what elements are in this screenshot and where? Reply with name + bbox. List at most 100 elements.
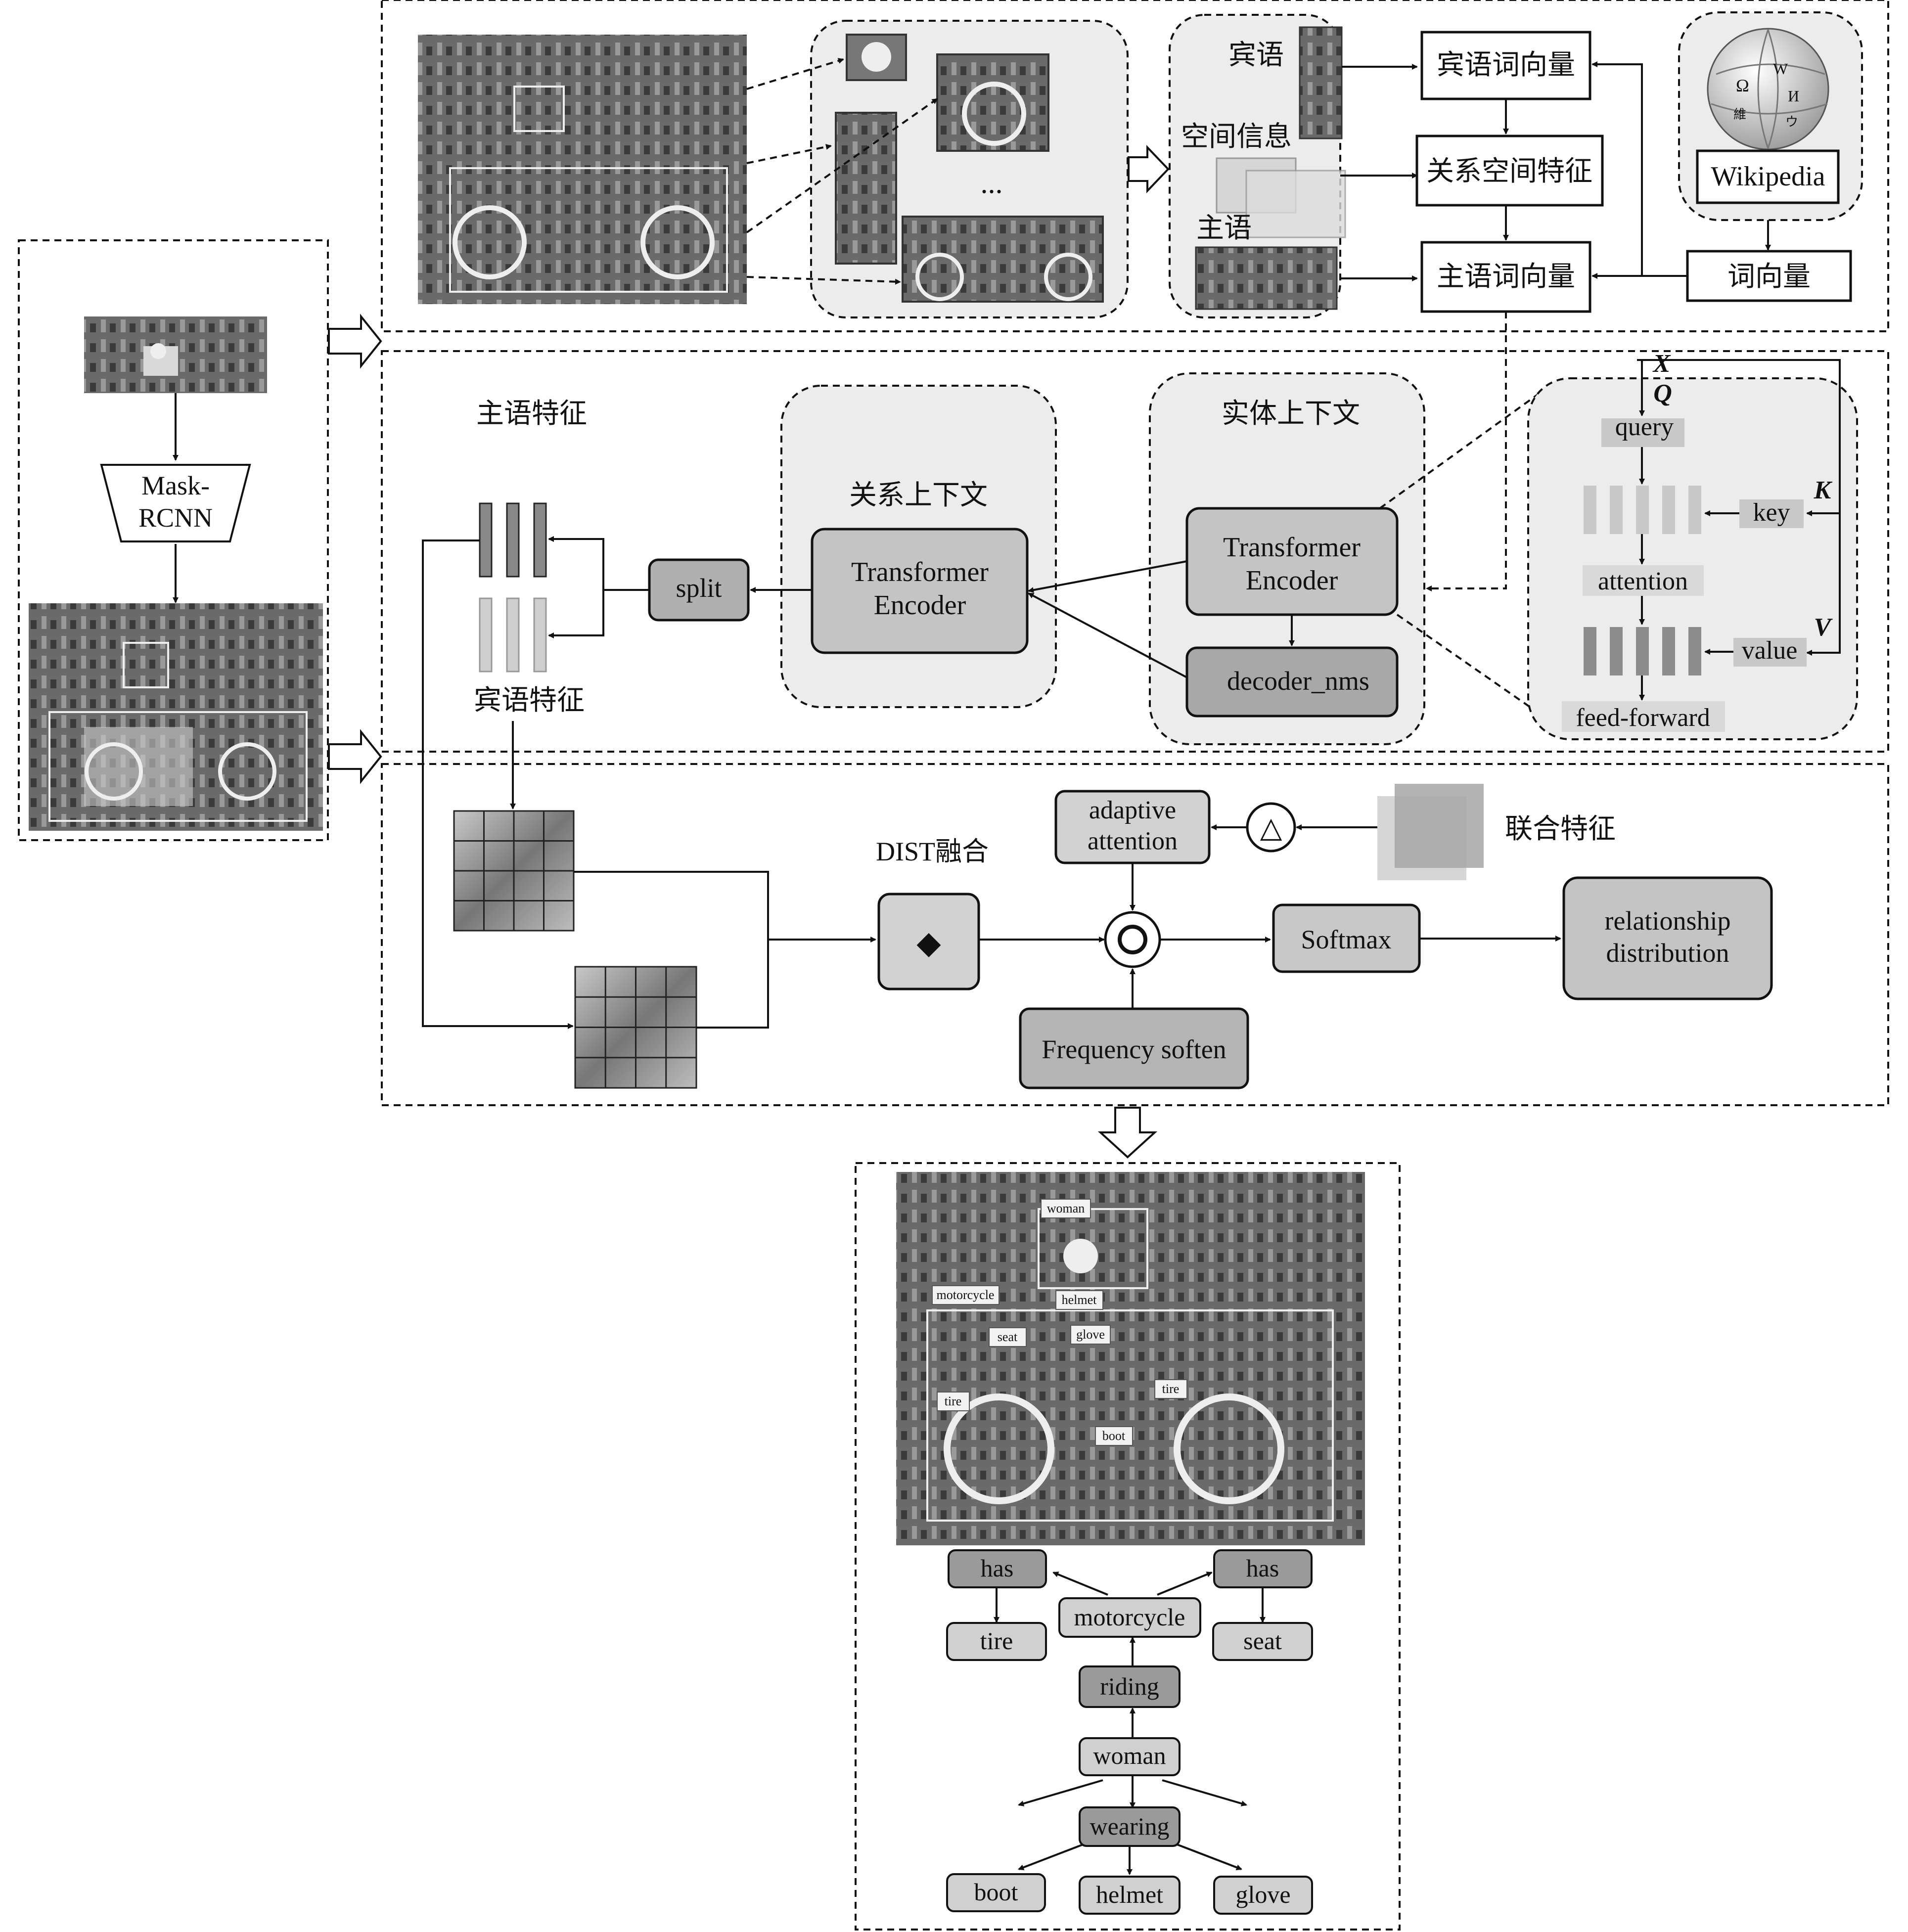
- left-panel-frame: [18, 239, 329, 841]
- split-label: split: [676, 573, 722, 603]
- photo-label: woman: [1047, 1201, 1085, 1215]
- subject-kernel-grid: [574, 966, 697, 1089]
- wiki-glyph: ウ: [1785, 115, 1798, 129]
- frequency-soften-label: Frequency soften: [1042, 1034, 1226, 1064]
- input-photo-small: [84, 316, 267, 393]
- big-arrow-to-result: [1097, 1107, 1158, 1159]
- object-kernel-grid: [453, 810, 575, 932]
- photo-label: boot: [1102, 1429, 1126, 1443]
- graph-node-has-right: [1213, 1549, 1313, 1588]
- spatial-feature-label: 关系空间特征: [1426, 156, 1592, 187]
- spatial-feature-box: [1415, 135, 1604, 207]
- graph-wearing-edges: [1018, 1843, 1242, 1875]
- value-box: [1733, 638, 1807, 667]
- split-arrows: [548, 536, 649, 638]
- attn-x-routing: [1637, 359, 1841, 656]
- attention-box: [1583, 565, 1704, 596]
- decoder-nms-label: decoder_nms: [1227, 666, 1369, 696]
- result-photo: [896, 1172, 1365, 1545]
- spatial-boxes: [1216, 157, 1346, 238]
- value-label: value: [1742, 636, 1798, 665]
- attention-panel: [1527, 377, 1858, 740]
- subject-vector-box: [1420, 241, 1591, 313]
- triangle-icon: △: [1260, 811, 1282, 844]
- graph-node-glove: [1213, 1876, 1313, 1915]
- wiki-glyph: 維: [1733, 107, 1746, 122]
- big-arrow-crops-to-info: [1128, 145, 1170, 193]
- subject-vector-label: 主语词向量: [1437, 262, 1575, 292]
- feed-forward-box: [1562, 701, 1725, 732]
- photo-label: tire: [1162, 1382, 1180, 1396]
- attn-v-label: V: [1814, 613, 1833, 641]
- graph-label: boot: [974, 1878, 1018, 1906]
- graph-label: helmet: [1096, 1881, 1163, 1908]
- entity-to-relation-arrows: [1028, 560, 1187, 678]
- big-arrow-to-middle: [328, 729, 382, 784]
- spatial-label: 空间信息: [1181, 122, 1292, 152]
- subject-feature-bars: [479, 502, 547, 578]
- hadamard-node: [1104, 911, 1161, 968]
- word-vector-label: 词向量: [1727, 262, 1811, 292]
- graph-label: tire: [980, 1627, 1013, 1655]
- relation-context-label: 关系上下文: [849, 480, 988, 511]
- kernel-merge-lines: [574, 871, 876, 1029]
- wiki-glyph: Ω: [1736, 76, 1749, 95]
- wiki-glyph: И: [1788, 87, 1799, 105]
- key-bars: [1584, 486, 1701, 534]
- result-panel-frame: [855, 1162, 1401, 1931]
- crop-helmet: [846, 34, 907, 81]
- maskrcnn-label: Mask-RCNN: [138, 471, 213, 533]
- object-label: 宾语: [1228, 40, 1284, 71]
- joint-feature-label: 联合特征: [1505, 814, 1616, 845]
- subject-thumb: [1195, 246, 1338, 310]
- graph-label: has: [1246, 1554, 1279, 1582]
- photo-label: glove: [1076, 1327, 1105, 1342]
- detected-photo-left: [29, 603, 323, 831]
- wikipedia-label: Wikipedia: [1711, 161, 1825, 192]
- feed-forward-label: feed-forward: [1576, 704, 1710, 732]
- entity-context-label: 实体上下文: [1222, 399, 1360, 429]
- circle-icon: [1118, 925, 1147, 954]
- subject-label: 主语: [1196, 213, 1252, 244]
- big-arrow-to-top: [328, 314, 382, 369]
- key-box: [1739, 499, 1804, 528]
- attn-q-label: Q: [1653, 379, 1672, 407]
- photo-label: helmet: [1062, 1293, 1097, 1307]
- diamond-icon: ◆: [916, 925, 941, 960]
- dist-fusion-label: DIST融合: [876, 837, 989, 866]
- graph-node-riding: [1079, 1665, 1181, 1708]
- graph-node-has-left: [948, 1549, 1047, 1588]
- joint-feature-squares: [1377, 784, 1484, 880]
- graph-label: has: [981, 1554, 1014, 1582]
- frequency-soften-box: [1019, 1007, 1249, 1089]
- top-panel-frame: [381, 0, 1889, 332]
- object-feature-bars: [479, 597, 547, 673]
- value-bars: [1584, 627, 1701, 675]
- object-vector-label: 宾语词向量: [1437, 50, 1575, 81]
- object-vector-box: [1420, 31, 1591, 100]
- graph-node-helmet: [1079, 1876, 1181, 1915]
- graph-node-tire: [946, 1622, 1047, 1661]
- graph-label: riding: [1100, 1672, 1159, 1700]
- photo-label: seat: [998, 1330, 1018, 1344]
- graph-node-woman: [1079, 1737, 1181, 1776]
- photo-label: motorcycle: [937, 1288, 995, 1302]
- graph-node-seat: [1212, 1622, 1313, 1661]
- crop-woman: [835, 112, 897, 265]
- attn-k-label: K: [1814, 476, 1833, 504]
- graph-label: wearing: [1090, 1812, 1169, 1840]
- relationship-distribution-box: [1562, 876, 1773, 1000]
- graph-label: glove: [1235, 1881, 1290, 1908]
- fusion-panel-frame: [381, 763, 1889, 1106]
- graph-label: seat: [1243, 1627, 1282, 1655]
- softmax-label: Softmax: [1301, 925, 1392, 954]
- dist-fusion-box: [877, 893, 980, 990]
- wikipedia-box: [1696, 149, 1840, 204]
- photo-label: tire: [945, 1394, 962, 1408]
- attn-x-label: X: [1652, 350, 1671, 378]
- info-arrows: [1340, 64, 1418, 281]
- key-label: key: [1753, 498, 1790, 527]
- maskrcnn-trapezoid: [100, 464, 251, 542]
